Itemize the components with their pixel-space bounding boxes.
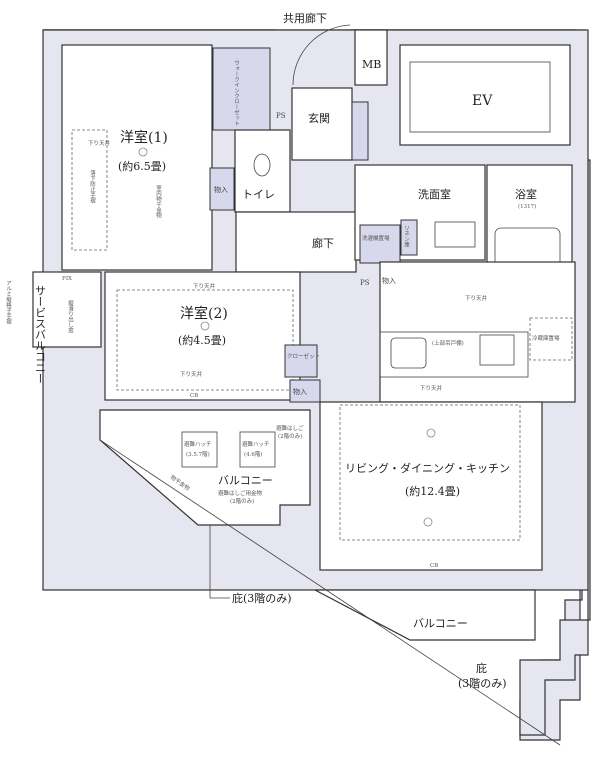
label-lowered-ceiling-2: 下り天井 <box>193 282 216 290</box>
hallway <box>235 211 357 273</box>
hatch-icon <box>239 431 276 468</box>
walk-in-closet <box>212 47 271 131</box>
room-2 <box>104 271 301 401</box>
washroom <box>354 164 486 261</box>
label-upper-cabinet: (上部吊戸棚) <box>432 339 464 347</box>
label-ladder-floor: (2階のみ) <box>278 432 302 440</box>
hatch-icon <box>181 431 218 468</box>
label-hatch1-floors: (3.5.7階) <box>186 450 210 458</box>
eaves-line <box>99 439 561 746</box>
label-washroom: 洗面室 <box>418 187 451 201</box>
label-alu-rail: アルミ縦格子手摺 <box>5 280 12 326</box>
label-ldk-size: (約12.4畳) <box>405 484 460 498</box>
laundry-space <box>359 224 401 264</box>
label-cb-2: CB <box>430 563 438 569</box>
label-linen: リネン庫 <box>403 225 410 248</box>
label-side-window: 縦滑り出し窓 <box>67 299 74 334</box>
balcony-left <box>99 409 311 526</box>
label-lowered-ceiling-1: 下り天井 <box>88 139 111 147</box>
service-balcony <box>32 271 102 348</box>
stove-icon <box>479 334 515 366</box>
ceiling-light-icon <box>426 428 436 438</box>
label-room2-size: (約4.5畳) <box>178 333 226 347</box>
label-fridge: 冷蔵庫置場 <box>532 334 560 342</box>
label-balcony-left: バルコニー <box>218 474 273 487</box>
label-service-balcony: サービスバルコニー <box>34 285 47 384</box>
label-closet: クローゼット <box>287 352 320 360</box>
label-hatch2: 避難ハッチ <box>242 440 270 448</box>
label-fix: FIX <box>62 276 72 282</box>
label-room1-size: (約6.5畳) <box>118 159 166 173</box>
bathroom <box>486 164 573 276</box>
wash-basin-icon <box>434 221 476 248</box>
label-entrance: 玄関 <box>308 111 330 125</box>
label-common-corridor: 共用廊下 <box>283 11 327 25</box>
label-fall-rail: 落下防止手摺 <box>89 169 96 205</box>
label-storage-3: 物入 <box>293 387 307 396</box>
label-ladder: 避難はしご <box>276 424 304 432</box>
ceiling-light-icon <box>138 147 148 157</box>
label-laundry: 洗濯機置場 <box>362 234 390 242</box>
label-storage-2: 物入 <box>382 276 396 285</box>
label-indoor-dryer: 室内物干金物 <box>155 184 162 220</box>
label-storage-1: 物入 <box>214 185 228 194</box>
entrance-area <box>291 87 353 161</box>
label-bath-size: (1317) <box>518 203 536 210</box>
label-balcony-bottom: バルコニー <box>413 617 468 630</box>
room-1 <box>61 44 213 271</box>
label-hatch1: 避難ハッチ <box>184 440 212 448</box>
label-ladder-hw: 避難はしご用金物 <box>218 489 263 497</box>
label-lowered-ceiling-5: 下り天井 <box>180 370 203 378</box>
lowered-ceiling-area <box>339 404 521 541</box>
label-eaves-2a: 庇 <box>476 661 487 675</box>
eaves-leader <box>209 525 230 599</box>
meter-box <box>354 29 388 86</box>
label-lowered-ceiling-4: 下り天井 <box>420 384 443 392</box>
kitchen-counter <box>379 331 529 378</box>
label-ldk: リビング・ダイニング・キッチン <box>345 461 510 475</box>
front-door-swing <box>292 24 351 86</box>
closet <box>284 344 318 378</box>
label-lowered-ceiling-3: 下り天井 <box>465 294 488 302</box>
shoe-storage <box>351 101 369 161</box>
ldk <box>319 401 543 571</box>
balcony-bottom <box>314 589 536 641</box>
label-ev: EV <box>472 93 493 109</box>
linen-storage <box>400 219 418 256</box>
fridge-space <box>529 317 573 361</box>
ceiling-light-icon <box>200 321 210 331</box>
lowered-ceiling-area <box>71 129 108 251</box>
elevator-car <box>409 61 551 133</box>
label-room1: 洋室(1) <box>120 129 168 146</box>
label-eaves-1: 庇(3階のみ) <box>232 591 292 605</box>
label-eaves-2b: (3階のみ) <box>458 676 507 690</box>
label-walk-in-closet: ウォークインクローゼット <box>233 60 240 127</box>
label-ps: PS <box>276 112 286 120</box>
label-toilet: トイレ <box>242 188 275 201</box>
toilet-bowl-icon <box>253 153 271 177</box>
label-ps-2: PS <box>360 279 370 287</box>
sink-icon <box>390 337 427 369</box>
label-hallway: 廊下 <box>312 236 334 250</box>
label-mb: MB <box>362 58 381 71</box>
label-ladder-hw-floor: (2階のみ) <box>230 497 254 505</box>
toilet-room <box>234 129 291 213</box>
ceiling-light-icon <box>423 517 433 527</box>
label-bathroom: 浴室 <box>515 187 537 201</box>
storage-1 <box>209 167 235 211</box>
storage-3 <box>289 379 321 403</box>
label-hatch2-floors: (4.6階) <box>244 450 263 458</box>
lowered-ceiling-area <box>116 289 294 391</box>
label-room2: 洋室(2) <box>180 305 228 322</box>
label-cb-1: CB <box>190 393 198 399</box>
